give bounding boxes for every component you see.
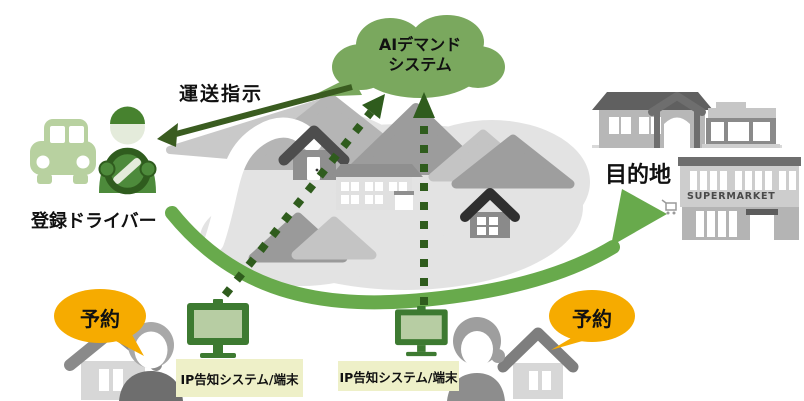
road-path [204, 117, 322, 252]
house-icon-village-right [460, 188, 520, 238]
speech-bubble-right [549, 290, 635, 350]
request-arrow-left [221, 94, 385, 298]
destination-label: 目的地 [605, 163, 672, 188]
supermarket-sign-label: SUPERMARKET [687, 191, 776, 202]
man-icon [119, 322, 183, 401]
cart-icon [661, 199, 677, 215]
request-arrow-right [413, 92, 435, 305]
instruction-arrow [157, 84, 353, 147]
community-hall-building [592, 92, 782, 148]
registered-driver-label: 登録ドライバー [31, 211, 157, 232]
school-building [330, 164, 423, 210]
ai-cloud-icon [310, 15, 505, 98]
speech-bubble-left [54, 289, 146, 356]
transport-instruction-label: 運送指示 [179, 83, 264, 105]
driver-icon [98, 106, 157, 195]
reservation-label-right: 予約 [572, 307, 612, 331]
car-icon [30, 119, 96, 184]
bus-shelter-building [702, 102, 780, 148]
ip-terminal-label-left: IP告知システム/端末 [176, 359, 303, 397]
route-arrow [165, 189, 667, 310]
ip-terminal-label-right: IP告知システム/端末 [338, 361, 459, 391]
house-icon-village-left [278, 125, 350, 180]
supermarket-icon [678, 157, 801, 240]
reservation-label-left: 予約 [80, 307, 120, 331]
cloud-label-line1: AIデマンド [378, 35, 462, 54]
woman-icon [447, 317, 505, 401]
monitor-icon-right [395, 306, 448, 357]
monitor-icon-left [187, 299, 249, 358]
resident-house-right [497, 327, 579, 399]
cloud-label-line2: システム [388, 55, 452, 74]
